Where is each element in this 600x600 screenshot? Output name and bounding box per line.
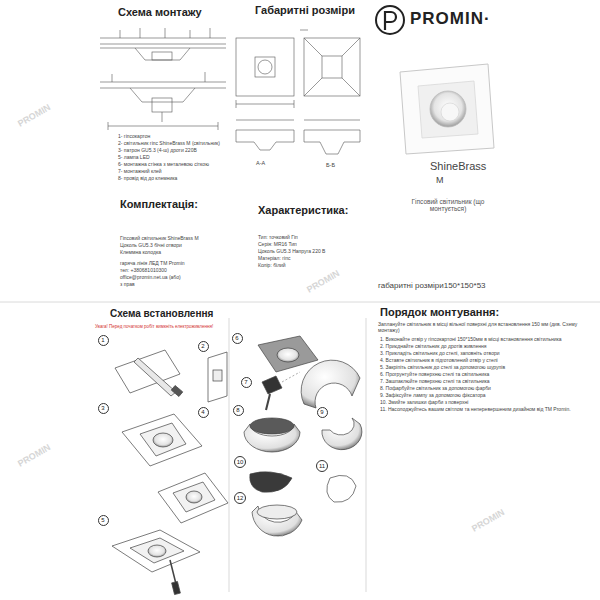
section-label: А-А <box>256 160 265 166</box>
contact-line: з прав <box>120 282 225 288</box>
step-text: 4. Вставте світильник в підготовлений от… <box>380 358 594 364</box>
contact-line: гаряча лінія ЛЕД ТМ Promin <box>120 261 225 267</box>
section-heading: Габаритні розміри <box>255 4 355 17</box>
spec-row: Колір: білий <box>258 263 358 269</box>
callout-number: 1 <box>101 337 104 343</box>
kit-item: Цоколь GU5.3 бічні отвори <box>120 243 225 249</box>
step-number: 3 <box>98 403 109 414</box>
step-number: 1 <box>98 335 109 346</box>
brand-logo: PROMIN· <box>410 9 491 29</box>
step-text: 11. Насолоджуйтесь вашим світлом та непе… <box>380 407 594 413</box>
part-list-item: 7- монтажний клей <box>118 169 228 175</box>
step-text: 5. Закріпіть світильник до стелі за допо… <box>380 365 594 371</box>
spec-row: Матеріал: гіпс <box>258 256 358 262</box>
callout-number: 11 <box>319 463 325 469</box>
part-list-item: 5- лампа LED <box>118 155 228 161</box>
part-list-item: 2- світильник гіпс ShineBrass M (світиль… <box>118 141 228 147</box>
kit-item: Клеммна колодка <box>120 250 225 256</box>
spec-row: Тип: точковий Гіп <box>258 235 358 241</box>
part-list-item: 3- патрон GU5.3 (4-ш) дроти 220В <box>118 148 228 154</box>
callout-number: 12 <box>237 495 244 501</box>
callout-number: 9 <box>320 409 323 415</box>
step-text: 8. Пофарбуйте світильник за допомогою фа… <box>380 386 594 392</box>
spec-row: Серія: MR16 Тип <box>258 242 358 248</box>
spec-row: Цоколь GU5.3 Напруга 220 В <box>258 249 358 255</box>
callout-number: 5 <box>101 517 104 523</box>
watermark: PROMIN <box>305 268 341 295</box>
step-number: 10 <box>234 456 246 468</box>
intro-note: Заплануйте світильник в місці вільної по… <box>378 322 594 334</box>
step-text: 2. Приєднайте світильник до дротів живле… <box>380 344 594 350</box>
contact-line: тел: +380681010300 <box>120 268 225 274</box>
part-list-item: 1- гіпсокартон <box>118 134 228 140</box>
step-number: 9 <box>317 407 328 418</box>
watermark: PROMIN <box>16 102 52 129</box>
callout-number: 2 <box>201 343 204 349</box>
callout-number: 3 <box>101 405 104 411</box>
part-list-item: 8- провід від до клемника <box>118 176 228 182</box>
callout-number: 10 <box>237 459 244 465</box>
contact-line: office@promin.net.ua (або) <box>120 275 225 281</box>
step-text: 7. Зашпаклюйте поверхню стелі та світиль… <box>380 379 594 385</box>
section-label: Б-Б <box>326 162 335 168</box>
step-number: 2 <box>198 341 209 352</box>
callout-number: 4 <box>201 409 204 415</box>
step-text: 9. Зафіксуйте лампу за допомогою фіксато… <box>380 393 594 399</box>
product-description: Гіпсовий світильник (що монтується) <box>408 198 488 213</box>
section-heading: Порядок монтування: <box>380 306 499 319</box>
part-list-item: 6- монтажна стінка з металевою сіткою <box>118 162 228 168</box>
callout-number: 8 <box>236 407 239 413</box>
watermark: PROMIN <box>16 442 52 469</box>
step-text: 1. Виконайте отвір у гіпсокартоні 150*15… <box>380 337 594 343</box>
step-text: 6. Прогрунтуйте поверхню стелі та світил… <box>380 372 594 378</box>
callout-number: 6 <box>235 335 238 341</box>
step-number: 6 <box>232 333 243 344</box>
section-heading: Схема встановлення <box>110 308 213 320</box>
step-number: 7 <box>241 377 252 388</box>
callout-number: 7 <box>244 379 247 385</box>
section-heading: Характеристика: <box>258 204 348 217</box>
step-number: 8 <box>233 405 244 416</box>
warning-note: Увага! Перед початком робіт вимкніть еле… <box>95 324 225 329</box>
step-text: 3. Прикладіть світильник до стелі, запов… <box>380 351 594 357</box>
step-number: 5 <box>98 515 109 526</box>
kit-item: Гіпсовий світильник ShineBrass M <box>120 236 225 242</box>
step-number: 12 <box>234 492 246 504</box>
product-name: ShineBrass <box>430 160 486 173</box>
step-number: 11 <box>316 460 328 472</box>
section-heading: Схема монтажу <box>118 6 202 19</box>
step-number: 4 <box>198 407 209 418</box>
dimensions-note: габаритні розміри150*150*53 <box>378 281 486 290</box>
step-text: 10. Змийте залишки фарби з поверхні <box>380 400 594 406</box>
product-size: M <box>436 175 444 185</box>
watermark: PROMIN <box>470 507 506 534</box>
section-heading: Комплектація: <box>120 198 198 211</box>
